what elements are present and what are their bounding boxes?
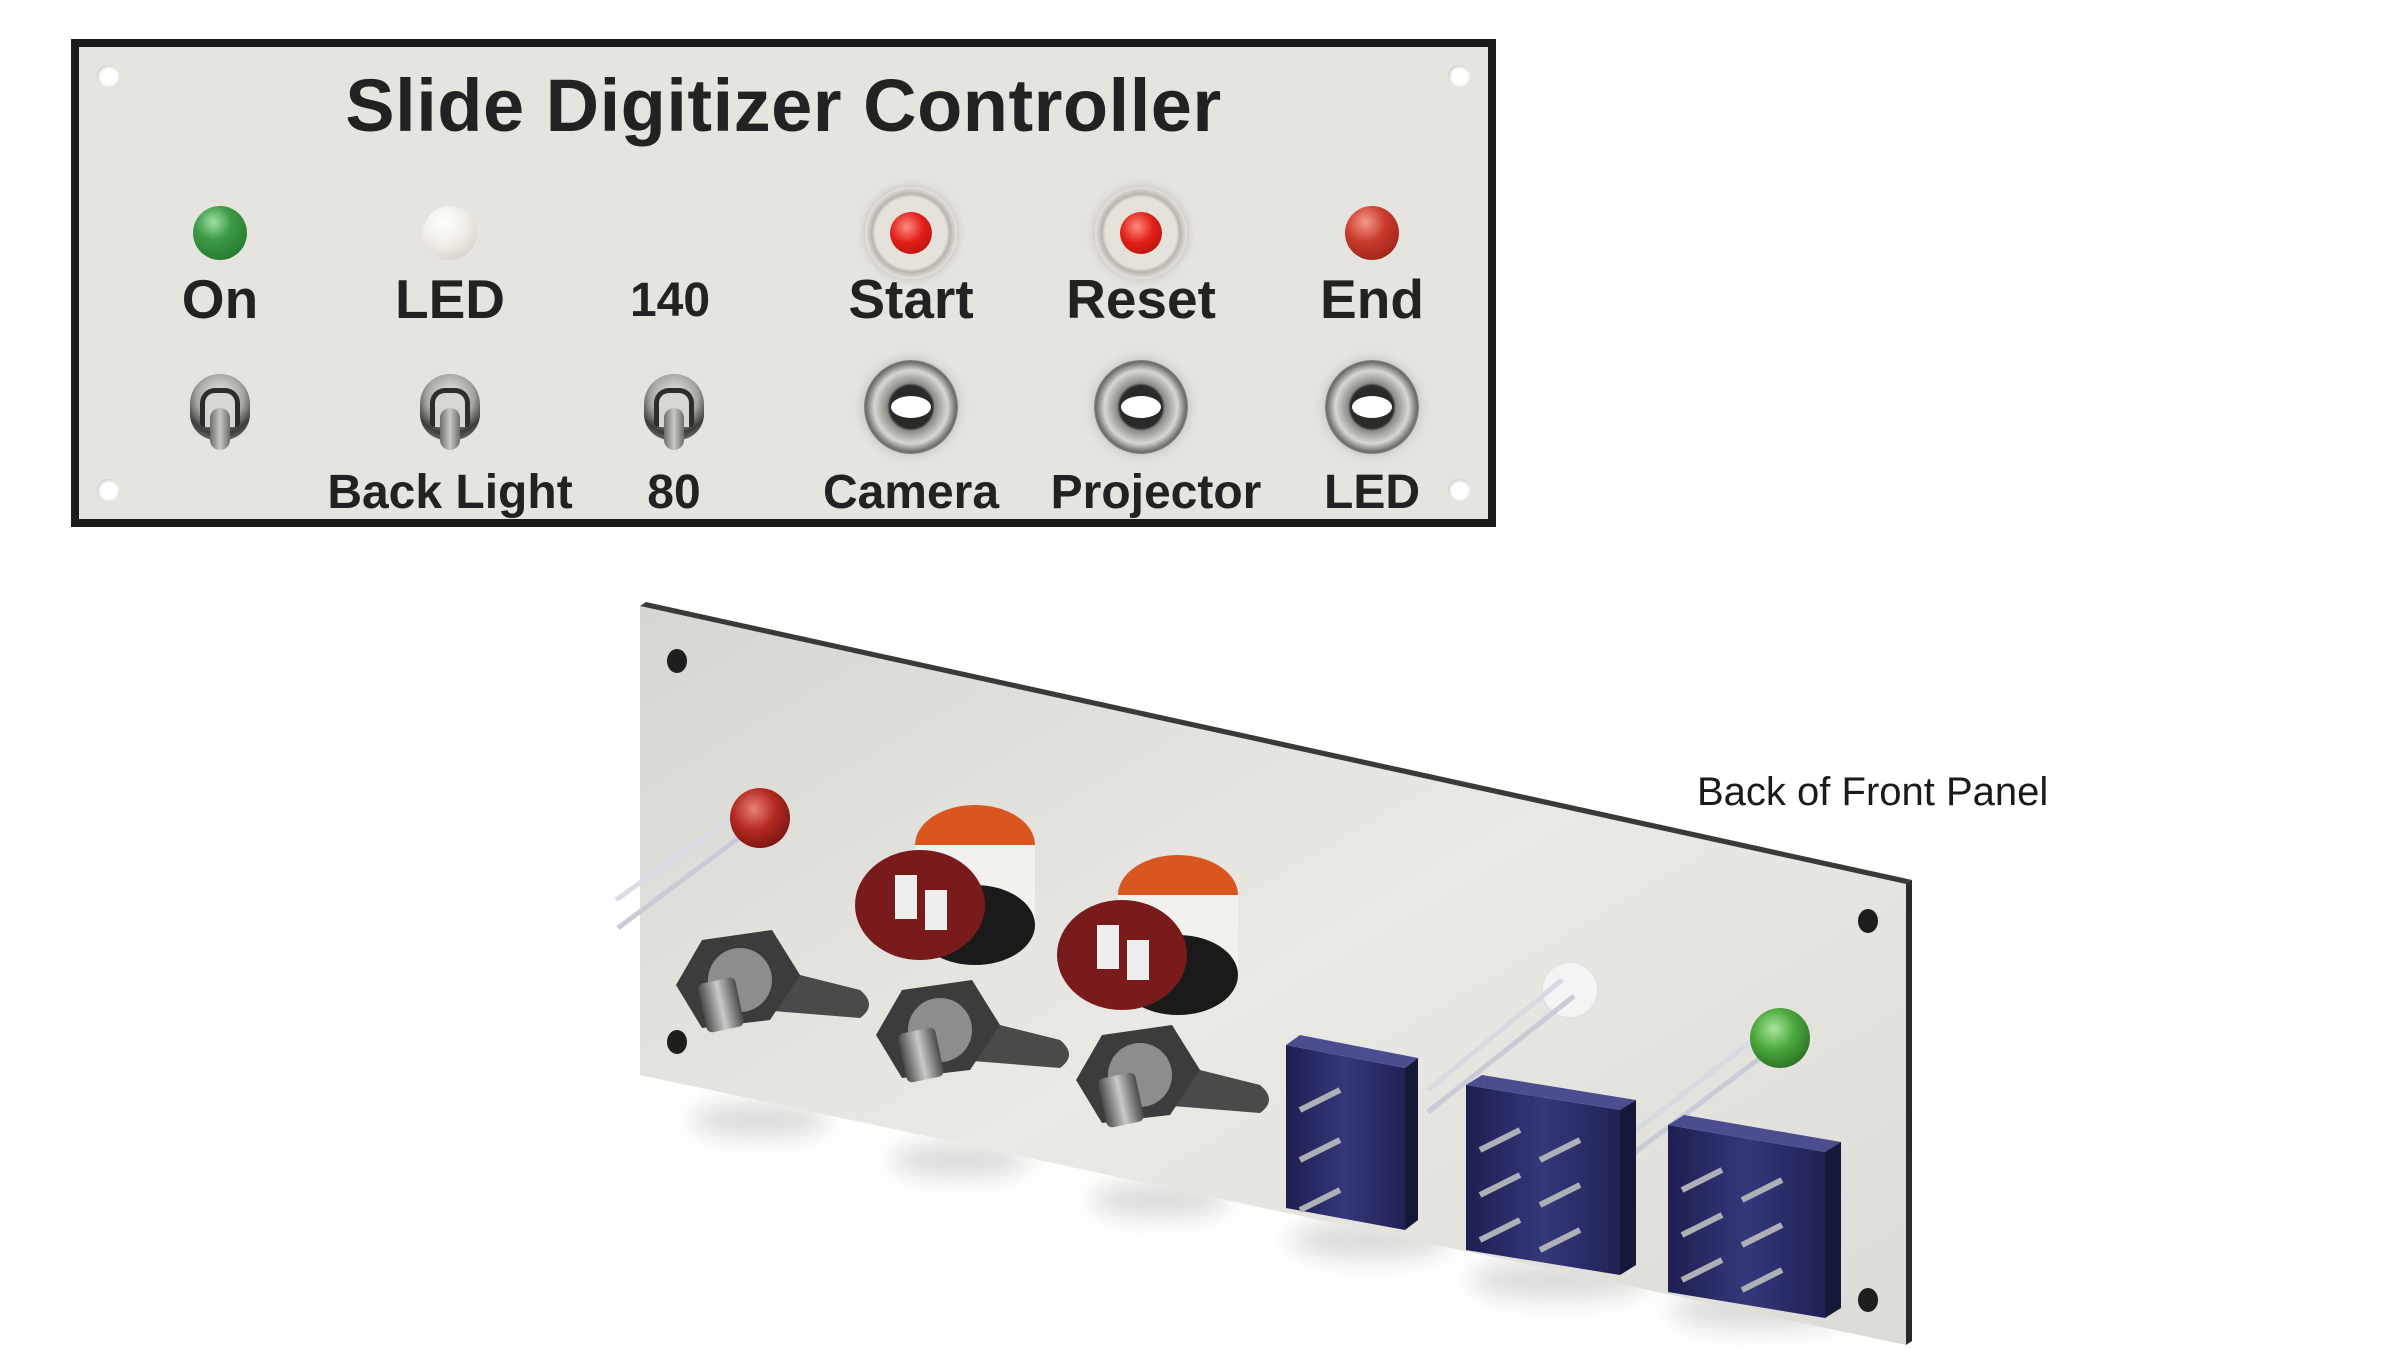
front-panel: Slide Digitizer Controller On LED 140 St… [71,39,1496,527]
speed-toggle-switch[interactable] [644,374,704,440]
back-panel-caption: Back of Front Panel [1697,770,2049,814]
label-on: On [181,268,259,330]
label-back-light: Back Light [327,466,573,519]
label-80: 80 [647,466,701,519]
back-relay-1 [1286,1035,1418,1230]
back-toggle-switch-3 [1076,1025,1269,1128]
reset-button[interactable] [1095,187,1187,279]
back-relay-2 [1466,1075,1636,1275]
power-toggle-switch[interactable] [190,374,250,440]
led-jack[interactable] [1325,360,1419,454]
camera-jack[interactable] [864,360,958,454]
back-green-led [1628,1008,1810,1158]
mounting-hole [1448,479,1470,501]
back-reset-button-body [1057,855,1238,1015]
backlight-toggle-switch[interactable] [420,374,480,440]
label-projector: Projector [1050,466,1262,519]
on-indicator-led [193,206,247,260]
label-end: End [1320,268,1424,330]
back-start-button-body [855,805,1035,965]
mounting-hole [1448,65,1470,87]
projector-jack[interactable] [1094,360,1188,454]
back-toggle-switch-2 [876,980,1069,1083]
back-toggle-switch-1 [676,930,869,1033]
label-140: 140 [629,274,711,327]
back-red-led [614,788,790,931]
label-reset: Reset [1066,268,1216,330]
start-button[interactable] [865,187,957,279]
label-camera: Camera [822,466,1000,519]
back-relay-3 [1668,1115,1841,1318]
label-led-jack: LED [1324,466,1420,519]
end-indicator-led [1345,206,1399,260]
backlight-indicator-led [423,206,477,260]
label-led: LED [395,268,505,330]
mounting-hole [97,65,119,87]
panel-title: Slide Digitizer Controller [345,64,1222,147]
back-white-led [1426,961,1599,1114]
label-start: Start [848,268,974,330]
mounting-hole [97,479,119,501]
back-mounting-holes [667,649,1878,1312]
